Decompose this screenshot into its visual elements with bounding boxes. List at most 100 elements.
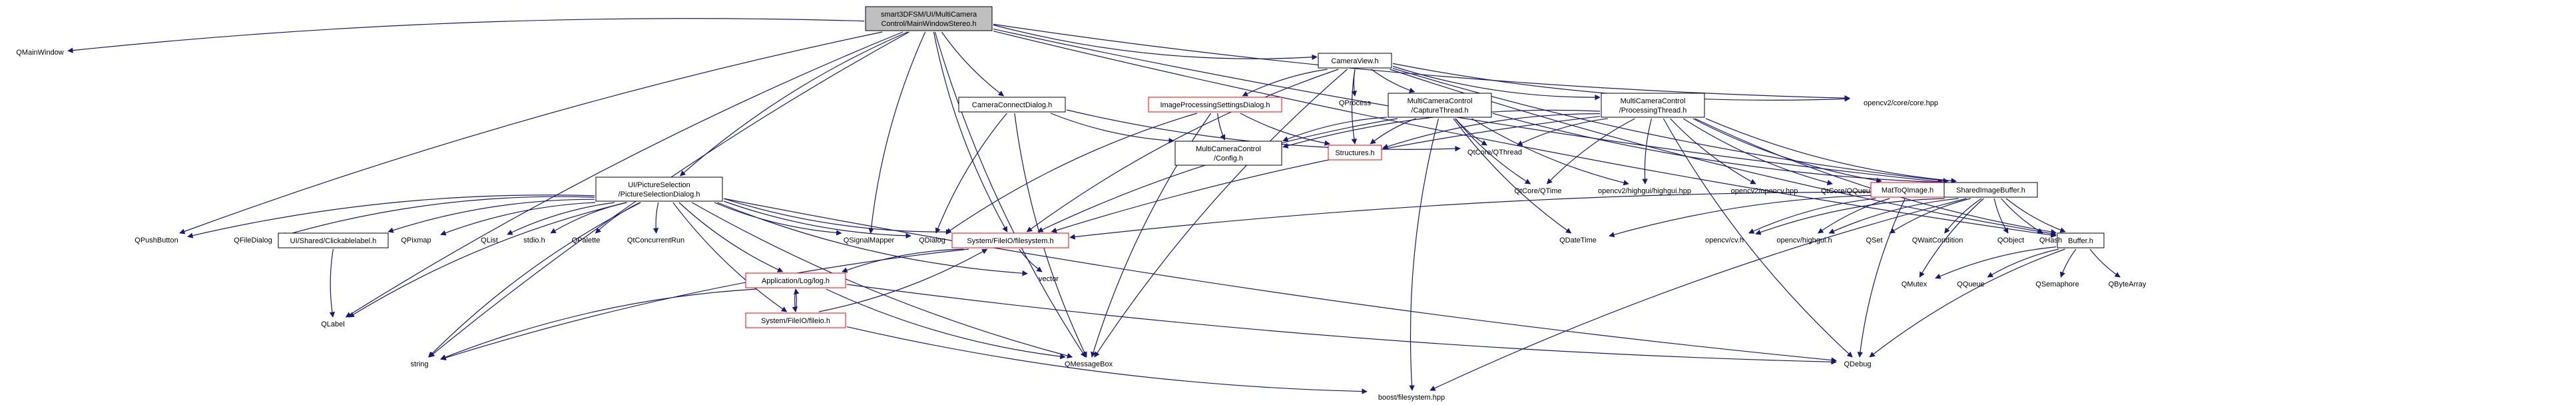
node-label: opencv2/opencv.hpp [1731, 187, 1798, 195]
node-qmutex: QMutex [1902, 280, 1928, 288]
node-label: QByteArray [2109, 280, 2147, 288]
node-qsignalmapper: QSignalMapper [844, 236, 895, 244]
node-picsel[interactable]: UI/PictureSelection/PictureSelectionDial… [595, 177, 723, 202]
edge-buffer-to-qsemaphore [2059, 248, 2077, 278]
node-capture[interactable]: MultiCameraControl/CaptureThread.h [1388, 93, 1492, 118]
edge-main-to-qpushbutton [179, 31, 883, 234]
edge-main-to-qlabel [345, 31, 903, 318]
edge-processing-to-qtime [1546, 118, 1635, 185]
node-box [1328, 145, 1382, 161]
edge-processing-to-qthread [1517, 118, 1608, 146]
node-label: MultiCameraControl [1196, 145, 1261, 153]
node-cv_h: opencv/cv.h [1705, 236, 1744, 244]
node-label: MultiCameraControl [1408, 97, 1473, 105]
edge-picsel-to-fileio [672, 202, 788, 312]
node-buffer[interactable]: Buffer.h [2057, 232, 2105, 248]
node-qsemaphore: QSemaphore [2035, 280, 2079, 288]
edge-sharedbuf-to-buffer [2005, 198, 2066, 233]
node-label: QPixmap [401, 236, 431, 244]
node-label: vector [1039, 275, 1059, 283]
node-label: QQueue [1957, 280, 1985, 288]
edge-main-to-qmainwindow [67, 18, 865, 53]
edge-sharedbuf-to-qwaitcondition [1944, 198, 1982, 234]
edge-fsys-to-applog [842, 248, 964, 273]
edge-main-to-fsys [933, 31, 1008, 232]
edge-capture-to-fsys [1037, 118, 1398, 232]
node-fileio[interactable]: System/FileIO/fileio.h [745, 312, 846, 328]
edge-capture-to-boostfs [1409, 118, 1439, 391]
node-qfiledialog: QFileDialog [234, 236, 272, 244]
edge-picsel-to-qdebug [723, 198, 1837, 363]
edge-camconn-to-config [1050, 113, 1174, 144]
edge-cameraview-to-sharedbuf [1392, 68, 1949, 184]
edge-buffer-to-qmutex [1935, 246, 2057, 279]
node-structures[interactable]: Structures.h [1328, 145, 1382, 161]
edge-cameraview-to-capture [1371, 69, 1416, 93]
node-camconn[interactable]: CameraConnectDialog.h [958, 97, 1066, 113]
node-box [745, 272, 846, 288]
edge-mattoqimage-to-cv_h [1748, 198, 1876, 234]
node-label: opencv/highgui.h [1776, 236, 1832, 244]
node-label: Structures.h [1335, 149, 1374, 157]
node-qtconcurrentrun: QtConcurrentRun [627, 236, 684, 244]
node-clickable[interactable]: UI/Shared/Clickablelabel.h [278, 232, 389, 248]
edge-processing-to-qdebug [1663, 118, 1853, 358]
node-label: QHash [2039, 236, 2062, 244]
edge-main-to-sharedbuf [993, 29, 1943, 185]
node-sharedbuf[interactable]: SharedImageBuffer.h [1943, 182, 2038, 198]
edge-cameraview-to-imgproc [1242, 69, 1328, 97]
node-qset: QSet [1866, 236, 1882, 244]
edge-main-to-qsignalmapper [868, 31, 926, 234]
node-label: string [411, 360, 429, 368]
node-qprocess: QProcess [1339, 99, 1372, 107]
edge-sharedbuf-to-qobject [1993, 198, 2009, 234]
node-label: /Config.h [1214, 155, 1243, 163]
node-imgproc[interactable]: ImageProcessingSettingsDialog.h [1148, 97, 1282, 113]
node-qwaitcondition: QWaitCondition [1912, 236, 1963, 244]
node-label: CameraView.h [1331, 57, 1378, 65]
node-box [745, 312, 846, 328]
node-box [1943, 182, 2038, 198]
node-label: smart3DFSM/UI/MultiCamera [881, 11, 977, 19]
edge-main-to-opencvcore [993, 23, 1850, 101]
node-box [1174, 141, 1282, 166]
node-processing[interactable]: MultiCameraControl/ProcessingThread.h [1601, 93, 1705, 118]
edge-applog-to-qdebug [846, 284, 1837, 365]
node-label: /CaptureThread.h [1411, 107, 1468, 115]
edge-fileio-to-fsys [818, 248, 988, 312]
node-label: QFileDialog [234, 236, 272, 244]
edge-imgproc-to-config [1217, 113, 1226, 141]
node-applog[interactable]: Application/Log/log.h [745, 272, 846, 288]
node-highgui_h: opencv/highgui.h [1776, 236, 1832, 244]
node-label: System/FileIO/fileio.h [761, 317, 830, 325]
node-box [595, 177, 723, 202]
node-label: opencv/cv.h [1705, 236, 1744, 244]
node-label: QMutex [1902, 280, 1928, 288]
edge-capture-to-config [1282, 117, 1388, 142]
node-mattoqimage[interactable]: MatToQImage.h [1870, 182, 1945, 198]
node-label: QMainWindow [16, 49, 64, 57]
node-label: UI/Shared/Clickablelabel.h [290, 237, 377, 245]
edge-processing-to-opencv_hpp [1670, 118, 1756, 185]
node-qqueue: QQueue [1957, 280, 1985, 288]
node-label: QDateTime [1559, 236, 1597, 244]
edge-processing-to-highgui_hpp [1642, 118, 1653, 185]
node-box [951, 232, 1069, 248]
edge-sharedbuf-to-highgui_h [1828, 198, 1959, 234]
node-cameraview[interactable]: CameraView.h [1318, 53, 1392, 69]
edge-processing-to-fsys [1051, 116, 1601, 233]
edge-picsel-to-qpalette [595, 202, 641, 234]
node-qpushbutton: QPushButton [134, 236, 178, 244]
node-opencvcore: opencv2/core/core.hpp [1864, 99, 1938, 107]
node-label: QtCore/QTime [1514, 187, 1561, 195]
node-qlist: QList [481, 236, 498, 244]
node-box [1601, 93, 1705, 118]
node-vector: vector [1039, 275, 1059, 283]
node-fsys[interactable]: System/FileIO/filesystem.h [951, 232, 1069, 248]
node-label: QMessageBox [1065, 360, 1113, 368]
edge-picsel-to-qpushbutton [187, 195, 595, 238]
node-config[interactable]: MultiCameraControl/Config.h [1174, 141, 1282, 166]
node-label: QtConcurrentRun [627, 236, 684, 244]
edge-picsel-to-qlabel [348, 202, 627, 318]
edge-imgproc-to-structures [1240, 113, 1330, 146]
